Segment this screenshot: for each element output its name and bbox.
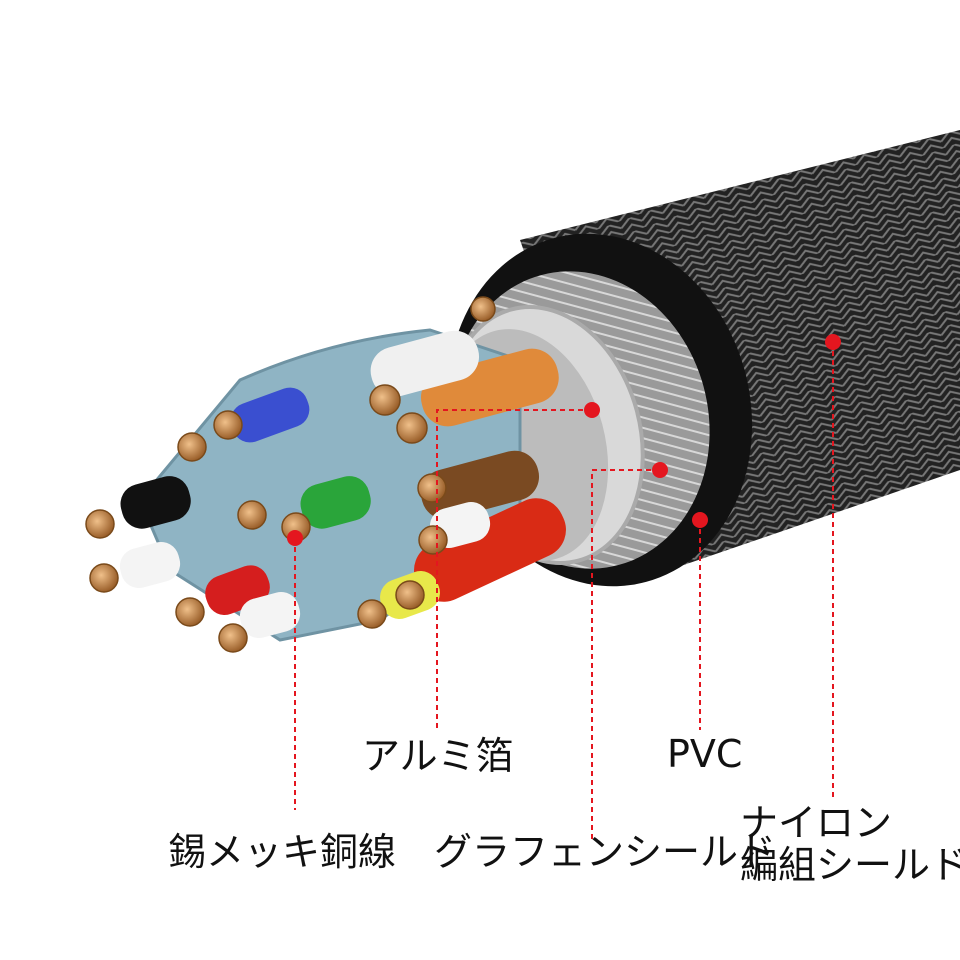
leader-aluminum-foil	[436, 409, 592, 730]
marker-dot	[692, 512, 708, 528]
label-graphene-shield: グラフェンシールド	[434, 830, 777, 874]
label-nylon-line2: 編組シールド	[740, 843, 960, 887]
marker-dots	[287, 334, 841, 546]
label-pvc: PVC	[667, 732, 743, 776]
marker-dot	[584, 402, 600, 418]
marker-dot	[287, 530, 303, 546]
twisted-pairs	[119, 328, 566, 642]
label-nylon-line1: ナイロン	[740, 801, 893, 845]
label-tinned-copper: 錫メッキ銅線	[168, 830, 397, 874]
marker-dot	[825, 334, 841, 350]
label-aluminum-foil: アルミ箔	[362, 734, 514, 778]
marker-dot	[652, 462, 668, 478]
leader-lines	[294, 342, 834, 840]
leader-graphene	[591, 469, 660, 840]
copper-conductors	[85, 296, 496, 653]
